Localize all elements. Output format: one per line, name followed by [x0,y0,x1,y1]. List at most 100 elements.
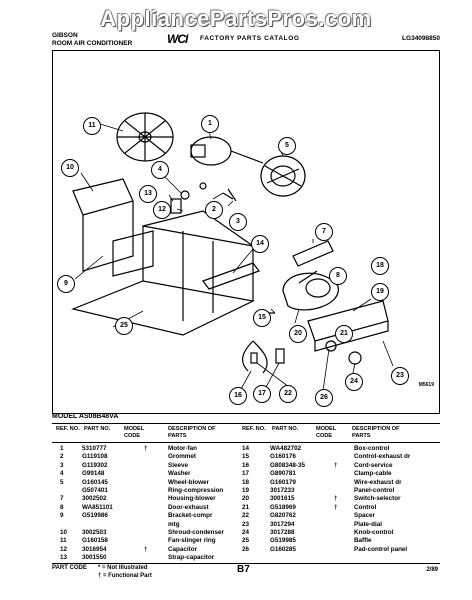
col-ref-header: REF. NO. [56,426,80,432]
callout-2: 2 [205,201,223,219]
callout-7: 7 [315,223,333,241]
callout-8: 8 [329,267,347,285]
callout-12: 12 [153,201,171,219]
callout-15: 15 [253,309,271,327]
parts-ref-no: 12 [60,545,68,553]
parts-part-no: 3017233 [270,487,295,494]
diagram-drawing [71,112,394,392]
parts-ref-no: 17 [242,470,250,478]
parts-part-no: 5310777 [82,445,107,452]
parts-model-code: † [334,495,338,503]
parts-ref-no: 19 [242,487,250,494]
diagram-id: M5619 [418,382,434,388]
parts-part-no: G119108 [82,453,108,461]
parts-part-no: G99148 [82,470,105,478]
parts-part-no: WA851101 [82,503,113,511]
parts-description: Control [354,503,377,511]
parts-description: Baffle [354,537,372,545]
functional-part-note: † = Functional Part [98,573,152,579]
parts-description: Shroud-condenser [168,529,224,536]
callout-13: 13 [139,185,157,203]
parts-model-code: † [334,503,338,511]
parts-description: Capacitor [168,545,198,553]
parts-part-no: 3017288 [270,529,295,536]
callout-19: 19 [371,283,389,301]
callout-4: 4 [151,161,169,179]
parts-ref-no: 3 [60,461,64,469]
parts-description: Knob-control [354,529,394,536]
wci-logo: WCI [167,32,188,46]
parts-description: Housing-blower [168,495,216,503]
parts-ref-no: 1 [60,445,64,452]
parts-description: Wheel-blower [168,478,209,486]
parts-part-no: G519985 [270,537,296,545]
parts-ref-no: 18 [242,478,250,486]
parts-part-no: 3001615 [270,495,295,503]
callout-25: 25 [115,317,133,335]
parts-part-no: WA482702 [270,445,302,452]
parts-description: Clamp-cable [354,470,392,478]
parts-part-no: G160179 [270,478,296,486]
col-model-header-2: MODEL CODE [316,426,337,439]
parts-part-no: G119302 [82,461,108,469]
callout-5: 5 [278,137,296,155]
parts-ref-no: 23 [242,520,250,528]
header-bottom-rule [52,442,440,443]
part-code-label: PART CODE [52,565,87,571]
parts-part-no: G160176 [270,453,296,461]
watermark: AppliancePartsPros.com [100,6,372,31]
parts-part-no: 3002503 [82,529,107,536]
parts-ref-no: 8 [60,503,64,511]
parts-description: Washer [168,470,191,478]
parts-part-no: G507401 [82,487,108,494]
parts-description: Door-exhaust [168,503,209,511]
table-top-rule [52,423,440,424]
parts-ref-no: 14 [242,445,250,452]
parts-description: Motor-fan [168,445,198,452]
parts-description: Cord-service [354,461,393,469]
parts-ref-no: 13 [60,554,68,562]
parts-description: Switch-selector [354,495,401,503]
parts-description: Bracket-compr [168,512,213,520]
parts-description: Grommet [168,453,196,461]
parts-model-code: † [144,545,148,553]
col-desc-header-2: DESCRIPTION OF PARTS [352,426,400,439]
callout-11: 11 [83,117,101,135]
parts-description: mtg [168,520,180,528]
col-ref-header-2: REF. NO. [242,426,266,432]
table-bottom-rule [52,563,440,564]
parts-ref-no: 20 [242,495,250,503]
col-part-header-2: PART NO. [272,426,299,432]
parts-description: Fan-slinger ring [168,537,216,545]
parts-ref-no: 9 [60,512,64,520]
parts-catalog-page: GIBSON ROOM AIR CONDITIONER WCI FACTORY … [52,32,440,580]
parts-part-no: G519986 [82,512,108,520]
revision-date: 2/89 [426,567,438,573]
callout-26: 26 [315,389,333,407]
callout-17: 17 [253,385,271,403]
parts-part-no: G160285 [270,545,296,553]
not-illustrated-note: * = Not Illustrated [98,565,148,571]
catalog-doc-id: LG34098850 [402,35,440,42]
callout-18: 18 [371,257,389,275]
parts-part-no: G160145 [82,478,108,486]
callout-10: 10 [61,159,79,177]
parts-part-no: 3002502 [82,495,107,503]
parts-ref-no: 16 [242,461,250,469]
callout-22: 22 [279,385,297,403]
parts-ref-no: 10 [60,529,68,536]
parts-description: Spacer [354,512,376,520]
model-line: MODEL AS08B48VA [52,413,119,420]
parts-model-code: † [144,445,148,452]
parts-part-no: G820762 [270,512,296,520]
parts-part-no: 3001550 [82,554,107,562]
callout-23: 23 [391,367,409,385]
parts-ref-no: 24 [242,529,250,536]
page-number: B7 [237,564,250,575]
parts-description: Panel-control [354,487,395,494]
parts-ref-no: 4 [60,470,64,478]
callout-14: 14 [251,235,269,253]
callout-16: 16 [229,387,247,405]
exploded-view-diagram: 11 1 5 4 13 12 2 3 10 9 25 14 7 15 20 19… [52,50,440,414]
parts-part-no: G518969 [270,503,296,511]
